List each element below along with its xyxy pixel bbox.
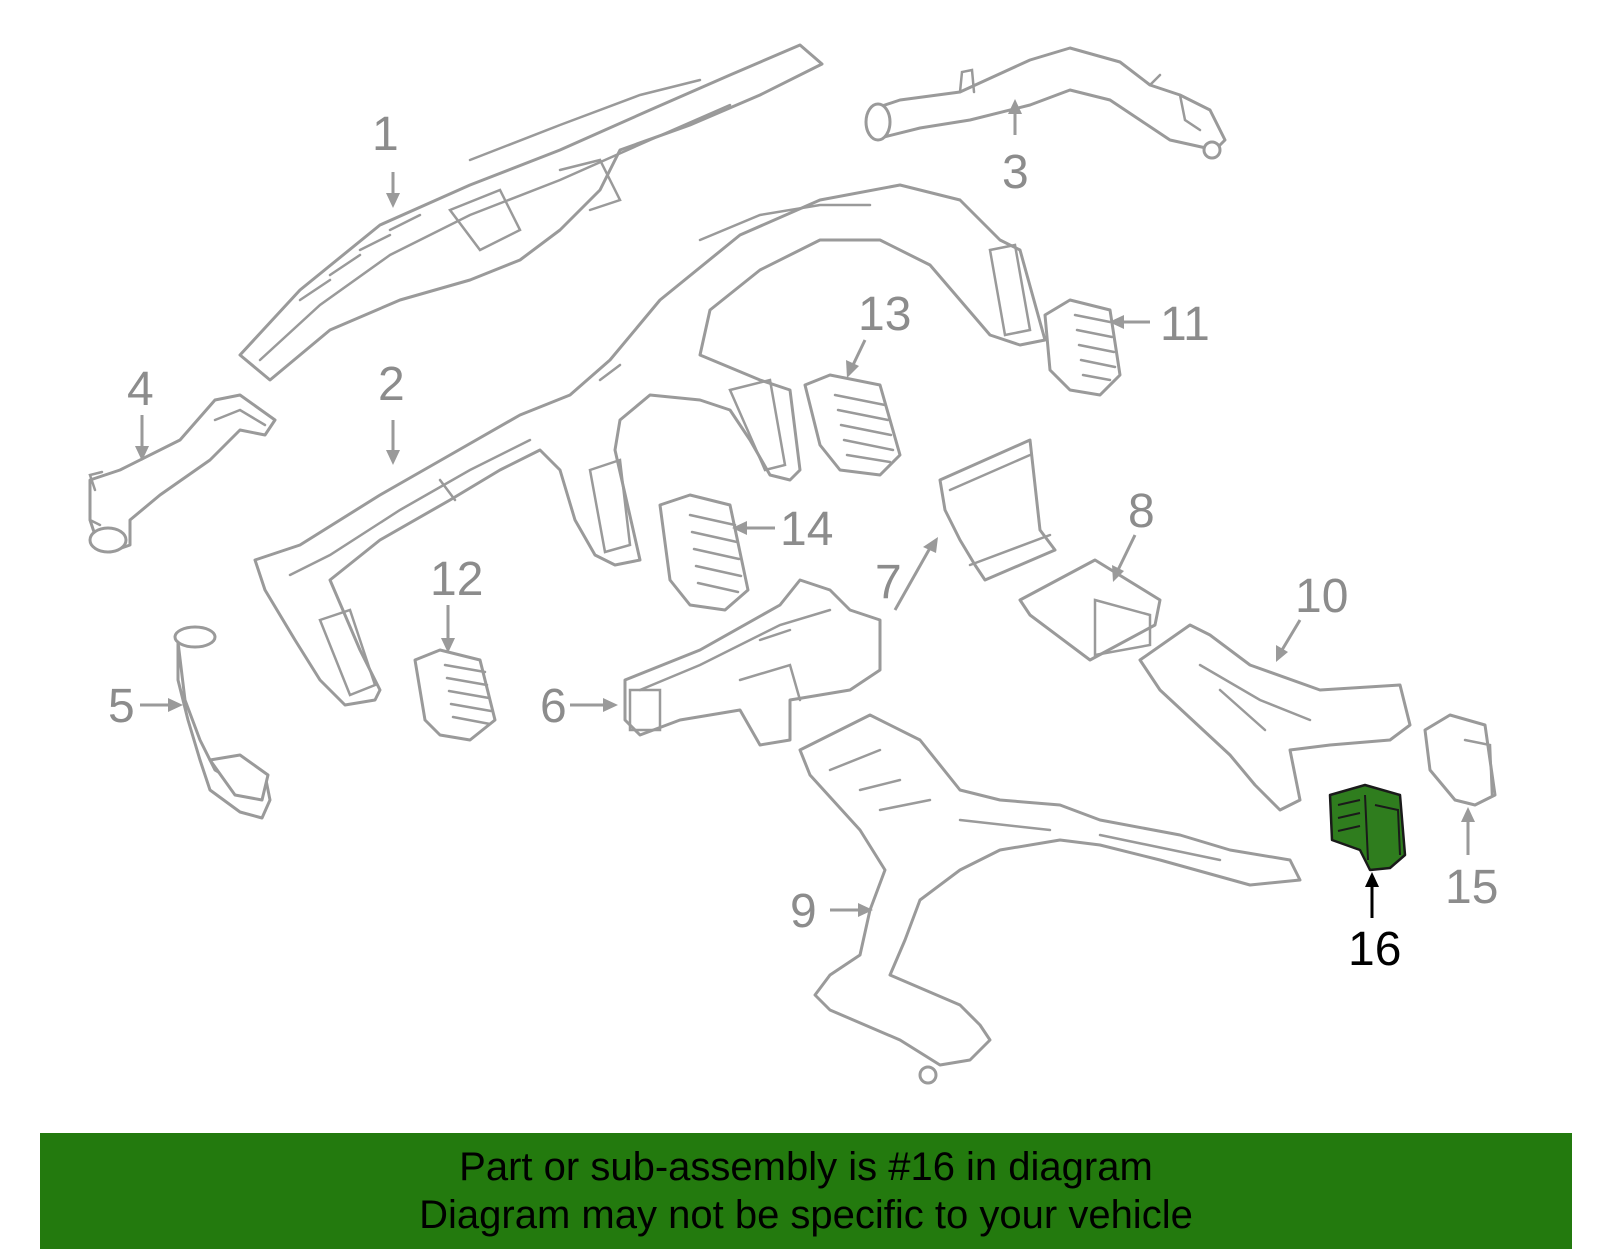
parts-diagram: 1 2 3 4 5 6 7 8 9 10 11 12 13 14 15 16: [88, 43, 1498, 1085]
part-16-highlighted-vent[interactable]: [1328, 783, 1407, 872]
part-11-vent[interactable]: [1043, 298, 1122, 397]
callout-labels: 1 2 3 4 5 6 7 8 9 10 11 12 13 14 15 16: [108, 108, 1498, 976]
callout-4: 4: [127, 363, 154, 416]
part-15-vent-housing[interactable]: [1423, 713, 1497, 807]
callout-12: 12: [430, 553, 483, 606]
part-13-vent[interactable]: [803, 373, 902, 477]
part-14-vent[interactable]: [658, 493, 750, 612]
part-5-lower-duct[interactable]: [173, 625, 272, 820]
callout-6: 6: [540, 680, 567, 733]
callout-3: 3: [1002, 146, 1029, 199]
part-1-defroster-duct[interactable]: [238, 43, 824, 382]
part-2-main-duct[interactable]: [253, 183, 1047, 707]
callout-16: 16: [1348, 923, 1401, 976]
part-4-demister-duct[interactable]: [88, 393, 277, 554]
footer-line-2: Diagram may not be specific to your vehi…: [419, 1193, 1193, 1237]
part-10-rear-duct[interactable]: [1138, 623, 1412, 812]
callout-10: 10: [1295, 570, 1348, 623]
callout-9: 9: [790, 885, 817, 938]
part-7-connector[interactable]: [938, 438, 1057, 582]
part-8-adapter[interactable]: [1018, 558, 1162, 662]
callout-13: 13: [858, 288, 911, 341]
callout-7: 7: [875, 556, 902, 609]
footer-line-1: Part or sub-assembly is #16 in diagram: [459, 1145, 1153, 1189]
footer-banner: Part or sub-assembly is #16 in diagram D…: [40, 1133, 1572, 1249]
callout-11: 11: [1160, 298, 1210, 351]
callout-8: 8: [1128, 485, 1155, 538]
callout-14: 14: [780, 503, 833, 556]
part-12-vent[interactable]: [413, 648, 497, 742]
callout-15: 15: [1445, 861, 1498, 914]
part-9-floor-duct[interactable]: [798, 713, 1302, 1085]
part-3-side-duct[interactable]: [864, 46, 1227, 160]
callout-2: 2: [378, 358, 405, 411]
callout-1: 1: [372, 108, 399, 161]
part-6-console-duct[interactable]: [623, 578, 882, 747]
callout-5: 5: [108, 680, 135, 733]
leader-arrows: [135, 99, 1475, 918]
